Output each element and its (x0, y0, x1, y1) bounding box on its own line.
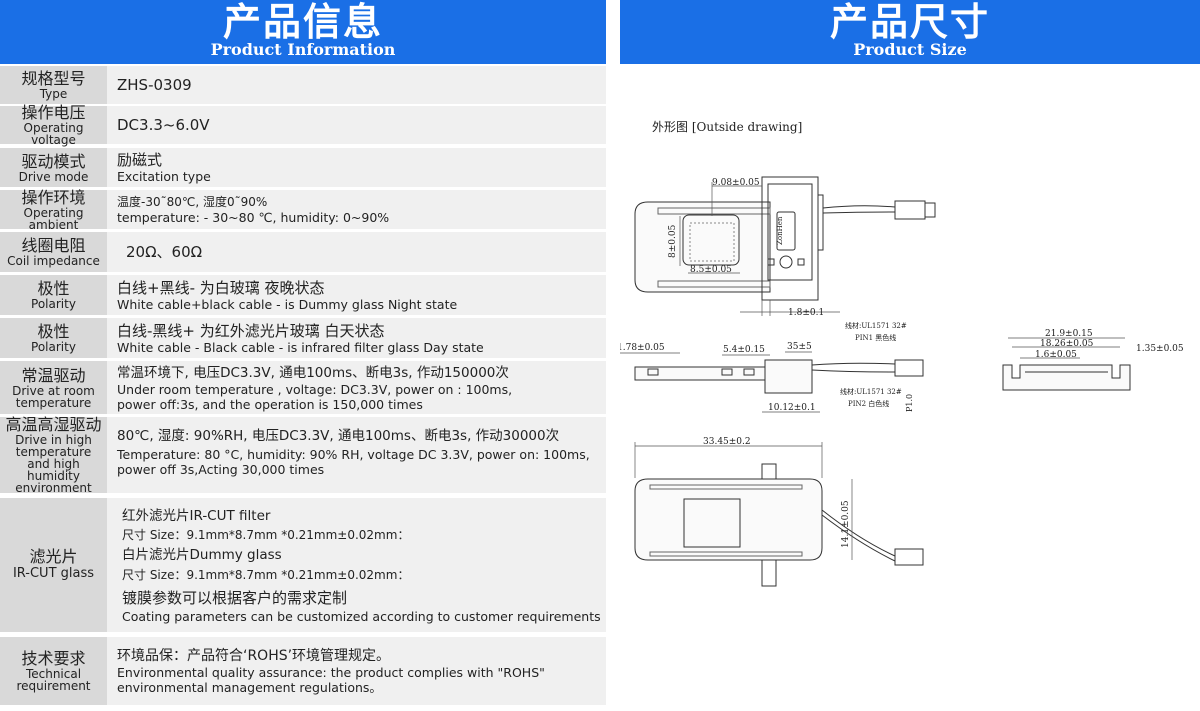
row-value-cn: 温度-30˜80℃, 湿度0˜90% (117, 194, 268, 209)
brand-label: ZonHen (776, 216, 784, 245)
header-title-cn: 产品尺寸 (829, 0, 990, 44)
row-value-en: White cable+black cable - is Dummy glass… (117, 296, 458, 312)
row-value: ZHS-0309 (117, 76, 192, 94)
dim-label: 8±0.05 (668, 224, 678, 258)
dim-label: 1.78±0.05 (620, 343, 665, 353)
row-value-cn: 常温环境下, 电压DC3.3V, 通电100ms、断电3s, 作动150000次 (117, 364, 509, 381)
product-size-header: 产品尺寸 Product Size (620, 0, 1200, 64)
row-label-cn: 线圈电阻 (21, 236, 86, 255)
row-value-en: environmental management regulations。 (117, 680, 382, 695)
top-view: 9.08±0.05 8±0.05 8.5±0.05 1.8±0.1 ZonHen (634, 176, 936, 318)
dim-label: 21.9±0.15 (1045, 329, 1093, 339)
row-label-en: IR-CUT glass (12, 566, 95, 581)
row-label-en: Polarity (31, 340, 76, 354)
dim-label: 33.45±0.2 (703, 437, 751, 447)
outline-drawing: 外形图 [Outside drawing] (620, 120, 1184, 587)
row-label-en: Drive in high (15, 433, 92, 447)
dim-label: 1.35±0.05 (1136, 344, 1184, 354)
row-value-cn: 励磁式 (117, 151, 163, 169)
row-label-cn: 操作电压 (21, 103, 86, 122)
header-title-en: Product Size (853, 40, 967, 59)
row-label-en: requirement (16, 679, 91, 693)
dim-label: 5.4±0.15 (723, 345, 765, 355)
row-label-en: and high humidity (27, 457, 80, 483)
row-value-cn: 白线-黑线+ 为红外滤光片玻璃 白天状态 (117, 321, 385, 340)
row-label-en: temperature (15, 445, 92, 459)
row-value-cn: 80℃, 湿度: 90%RH, 电压DC3.3V, 通电100ms、断电3s, … (117, 428, 560, 444)
row-value-cn: 环境品保：产品符合‘ROHS’环境管理规定。 (117, 648, 391, 664)
row-label-en: temperature (15, 395, 92, 410)
dim-label: 9.08±0.05 (712, 178, 760, 188)
row-label-en: Polarity (31, 297, 76, 311)
pitch-note: P1.0 (905, 394, 914, 412)
header-title-en: Product Information (210, 40, 396, 59)
row-label-cn: 滤光片 (29, 547, 78, 566)
dummy-label-cn: 白片滤光片 (122, 546, 190, 563)
row-label-en: Operating voltage (23, 121, 84, 147)
dim-label: 8.5±0.05 (690, 265, 732, 275)
filter-label-cn: 红外滤光片 (122, 507, 190, 524)
row-value-en: power off 3s,Acting 30,000 times (117, 462, 325, 477)
row-value: 20Ω、60Ω (126, 243, 203, 261)
row-label-cn: 规格型号 (21, 69, 86, 88)
dim-label: 18.26±0.05 (1040, 339, 1094, 349)
row-label-cn: 操作环境 (21, 187, 86, 207)
pin-note: PIN1 黑色线 (855, 333, 896, 342)
row-label-en: Coil impedance (7, 254, 100, 268)
dim-label: 35±5 (787, 342, 812, 352)
row-label-cn: 驱动模式 (21, 151, 86, 171)
row-label-cn: 常温驱动 (21, 365, 86, 385)
row-label-cn: 技术要求 (21, 649, 86, 668)
end-view: 21.9±0.15 18.26±0.05 1.6±0.05 1.35±0.05 (1002, 329, 1184, 391)
row-label-en: environment (15, 481, 92, 495)
coating-note-cn: 镀膜参数可以根据客户的需求定制 (122, 588, 348, 607)
dummy-label-en: Dummy glass (189, 546, 282, 563)
row-label-en: Drive at room (12, 383, 95, 398)
filter-label-en: IR-CUT filter (189, 507, 271, 524)
dimension-drawing-panel: 外形图 [Outside drawing] (620, 64, 1200, 711)
row-value-en: Under room temperature , voltage: DC3.3V… (117, 381, 513, 397)
row-label-cn: 极性 (37, 322, 70, 341)
dim-label: 14.1±0.05 (841, 500, 851, 548)
pin-note: PIN2 白色线 (848, 399, 889, 408)
side-view: 1.78±0.05 5.4±0.15 35±5 10.12±0.1 线材:UL1… (620, 321, 924, 413)
drawing-title: 外形图 [Outside drawing] (652, 120, 802, 134)
row-label-en: Technical (25, 667, 82, 681)
row-label-en: Type (39, 87, 68, 101)
product-information-header: 产品信息 Product Information (0, 0, 606, 64)
row-value-en: White cable - Black cable - is infrared … (117, 339, 484, 355)
dim-label: 1.6±0.05 (1035, 350, 1077, 360)
wire-note: 线材:UL1571 32# (845, 321, 907, 330)
row-label-cn: 极性 (37, 279, 70, 298)
header-title-cn: 产品信息 (222, 0, 383, 44)
filter-size: 尺寸 Size：9.1mm*8.7mm *0.21mm±0.02mm： (122, 527, 410, 542)
row-value-en: temperature: - 30~80 ℃, humidity: 0~90% (117, 209, 390, 225)
row-value-en: Environmental quality assurance: the pro… (117, 665, 545, 680)
coating-note-en: Coating parameters can be customized acc… (122, 608, 601, 624)
row-value: DC3.3~6.0V (117, 116, 210, 134)
dim-label: 1.8±0.1 (788, 308, 824, 318)
row-label-en: Drive mode (18, 169, 89, 184)
row-value-en: Temperature: 80 °C, humidity: 90% RH, vo… (117, 447, 590, 462)
dummy-size: 尺寸 Size：9.1mm*8.7mm *0.21mm±0.02mm： (122, 567, 410, 582)
dim-label: 10.12±0.1 (768, 403, 816, 413)
row-label-en: Operating ambient (23, 205, 84, 232)
bottom-view: 33.45±0.2 14.1±0.05 (634, 437, 924, 587)
row-value-cn: 白线+黑线- 为白玻璃 夜晚状态 (117, 278, 325, 297)
wire-note: 线材:UL1571 32# (840, 387, 902, 396)
row-value-en: power off:3s, and the operation is 150,0… (117, 396, 423, 412)
row-label-cn: 高温高湿驱动 (5, 415, 102, 434)
row-value-en: Excitation type (117, 169, 211, 184)
